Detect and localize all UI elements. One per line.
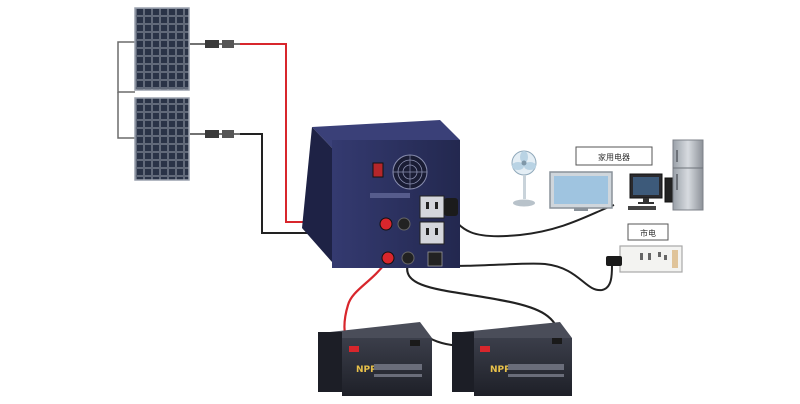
solar-panel-top [134,7,190,91]
wall-socket-icon [606,245,683,273]
grid-input-wire [439,262,613,292]
inverter [302,120,460,268]
pv-negative-terminal [397,217,411,231]
grid-label: 市电 [640,228,656,238]
ac-output-wire [447,204,615,238]
fan-grill [392,154,428,190]
refrigerator-icon [672,139,704,211]
battery-negative-terminal [401,251,415,265]
ac-socket-2 [419,221,445,245]
ac-socket-1 [419,195,445,219]
grid-label-box: 市电 [627,223,669,241]
appliances-label: 家用电器 [598,152,630,162]
pv-positive-terminal [379,217,393,231]
wall-plug [606,256,622,266]
solar-panel-bottom [134,97,190,181]
battery-negative-wire [406,263,562,337]
grid-input-socket [427,251,443,267]
battery-2: NPP [452,322,572,396]
battery-brand-label: NPP [490,365,511,375]
fan-icon [511,150,537,207]
battery-positive-terminal [381,251,395,265]
tv-icon [549,171,613,211]
appliances-label-box: 家用电器 [575,146,653,166]
power-switch [372,162,384,178]
panel-series-wire [117,41,135,93]
panel-series-wire-2 [117,92,135,139]
pv-connectors [190,40,240,138]
battery-brand-label: NPP [356,365,377,375]
battery-1: NPP [318,322,432,396]
computer-icon [628,173,676,210]
output-plug [444,198,458,216]
